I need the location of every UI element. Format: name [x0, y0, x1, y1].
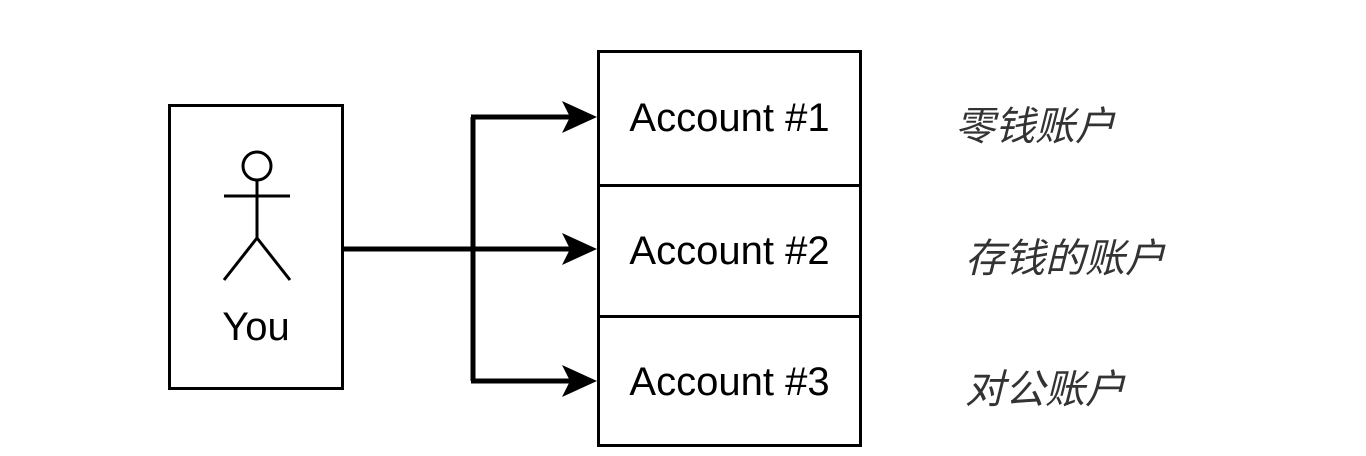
user-label: You: [222, 305, 290, 349]
stick-figure-icon: [222, 150, 292, 281]
arrowhead-account-1: [562, 101, 597, 133]
account-stack: Account #1 Account #2 Account #3: [597, 50, 862, 447]
arrowhead-account-3: [562, 365, 597, 397]
account-2-box: Account #2: [600, 184, 859, 315]
user-box: You: [168, 104, 344, 390]
account-2-note: 存钱的账户: [965, 236, 1165, 282]
account-1-note: 零钱账户: [955, 104, 1115, 150]
arrowhead-account-2: [562, 233, 597, 265]
account-1-label: Account #1: [629, 96, 830, 140]
account-3-box: Account #3: [600, 315, 859, 446]
account-2-label: Account #2: [629, 228, 830, 273]
account-3-label: Account #3: [629, 359, 830, 404]
account-1-box: Account #1: [600, 53, 859, 184]
account-3-note: 对公账户: [965, 367, 1125, 413]
